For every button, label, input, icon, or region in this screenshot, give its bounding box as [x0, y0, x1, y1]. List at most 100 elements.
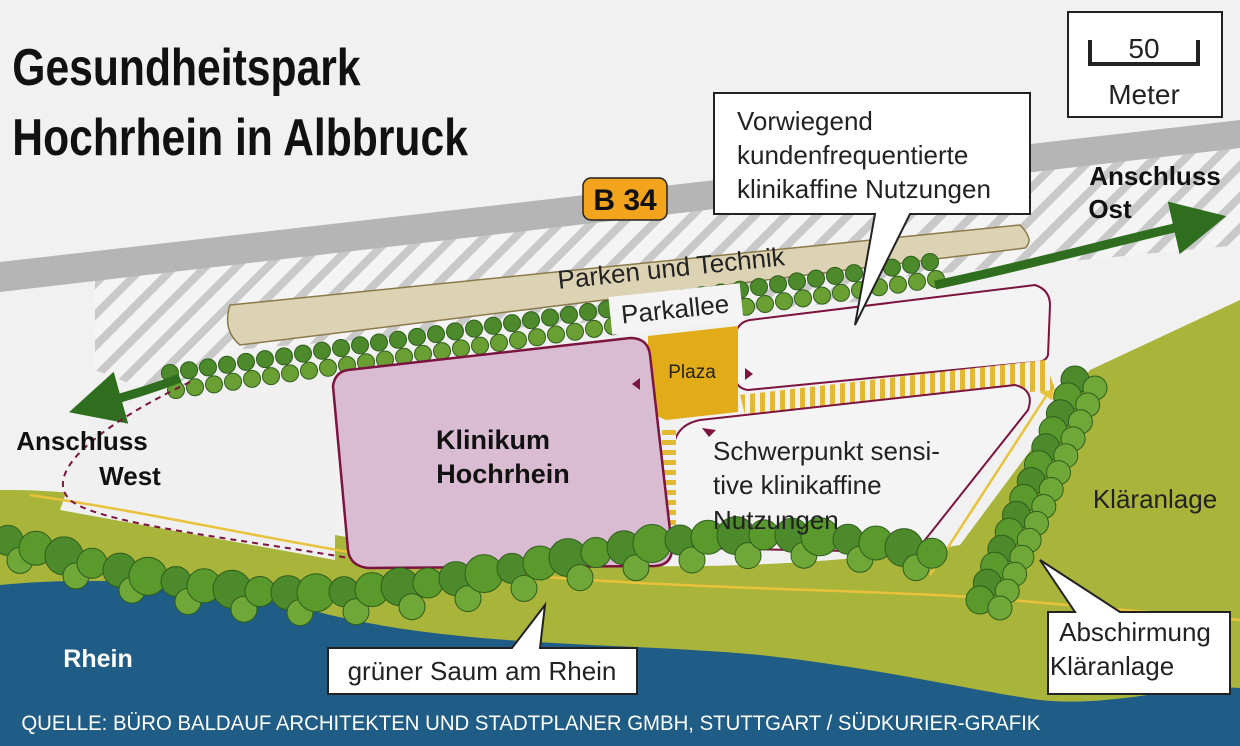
tree-icon: [275, 347, 293, 366]
anschluss-west-line-2: West: [99, 461, 161, 491]
parken-strip: [226, 224, 1030, 346]
callout-kunden: [713, 92, 1031, 326]
tree-icon: [756, 295, 774, 313]
callout-kunden-line-1: Vorwiegend: [737, 106, 873, 136]
riverbank-trees: [0, 516, 948, 627]
parkallee-label-bg: [608, 283, 744, 335]
anschluss-west-arrow: [68, 371, 182, 424]
tree-icon: [446, 322, 464, 341]
tree-icon: [281, 364, 299, 383]
entrance-marker: [745, 368, 753, 380]
scale-bar: [1088, 40, 1200, 66]
sensitive-label-line-2: tive klinikaffine: [713, 470, 882, 500]
anschluss-ost-line-2: Ost: [1088, 194, 1132, 224]
klinikum-label-line-2: Hochrhein: [436, 459, 570, 489]
tree-icon: [510, 574, 538, 602]
tree-icon: [465, 319, 483, 338]
tree-icon: [566, 564, 594, 592]
tree-icon: [560, 305, 578, 324]
scale-unit: Meter: [1108, 79, 1180, 110]
tree-icon: [541, 308, 559, 327]
striped-connector: [740, 360, 1055, 415]
tree-icon: [528, 328, 546, 347]
klinikum-area: [331, 336, 674, 570]
sensitive-label-line-1: Schwerpunkt sensi-: [713, 436, 940, 466]
tree-icon: [813, 286, 831, 305]
tree-icon: [775, 292, 793, 311]
tree-icon: [218, 355, 236, 374]
callout-abschirmung-line-1: Abschirmung: [1059, 617, 1211, 647]
tree-icon: [794, 289, 812, 308]
tree-icon: [832, 283, 850, 302]
tree-icon: [678, 546, 706, 574]
tree-icon: [788, 272, 806, 291]
callout-abschirmung: [1039, 559, 1231, 695]
anschluss-ost-arrow: [934, 201, 1227, 290]
tree-icon: [199, 358, 217, 377]
tree-icon: [412, 567, 444, 599]
tree-icon: [351, 336, 369, 355]
tree-icon: [398, 593, 426, 621]
tree-icon: [750, 278, 768, 296]
abschirmung-trees: [965, 365, 1108, 621]
callout-abschirmung-line-2: Kläranlage: [1050, 651, 1174, 681]
rhein-label: Rhein: [63, 645, 132, 673]
tree-icon: [370, 333, 388, 352]
tree-icon: [433, 342, 451, 361]
west-dashed-route: [62, 381, 361, 561]
tree-icon: [889, 275, 907, 294]
tree-icon: [579, 302, 597, 321]
klinikum-label-line-1: Klinikum: [436, 425, 550, 455]
tree-icon: [427, 325, 445, 344]
tree-icon: [522, 311, 540, 330]
callout-saum-text: grüner Saum am Rhein: [348, 656, 617, 686]
tree-icon: [76, 547, 108, 579]
title-line-2: Hochrhein in Albbruck: [12, 109, 468, 167]
access-path: [928, 383, 1055, 576]
plaza-label: Plaza: [668, 362, 716, 383]
source-credit: QUELLE: BÜRO BALDAUF ARCHITEKTEN UND STA…: [21, 712, 1040, 735]
entrance-marker: [702, 428, 716, 437]
tree-icon: [503, 314, 521, 333]
tree-icon: [243, 369, 261, 388]
tree-icon: [622, 554, 650, 582]
tree-icon: [205, 375, 223, 394]
callout-kunden-line-2: kundenfrequentierte: [737, 140, 968, 170]
tree-icon: [262, 367, 280, 386]
tree-icon: [826, 266, 844, 285]
tree-icon: [332, 339, 350, 357]
tree-icon: [769, 275, 787, 294]
sensitive-label-line-3: Nutzungen: [713, 505, 839, 535]
tree-icon: [186, 378, 204, 397]
plaza-area: [648, 326, 738, 420]
tree-icon: [987, 595, 1013, 621]
tree-icon: [237, 352, 255, 371]
tree-icon: [471, 336, 489, 355]
tree-icon: [128, 556, 168, 596]
title-line-1: Gesundheitspark: [12, 39, 361, 97]
tree-icon: [180, 361, 198, 380]
tree-icon: [580, 537, 612, 568]
tree-icon: [734, 542, 762, 570]
tree-icon: [908, 272, 926, 291]
tree-icon: [547, 325, 565, 344]
anschluss-west-line-1: Anschluss: [16, 426, 148, 456]
tree-icon: [585, 319, 603, 338]
tree-icon: [916, 537, 948, 569]
tree-icon: [509, 331, 527, 350]
tree-icon: [300, 361, 318, 380]
tree-icon: [490, 333, 508, 352]
tree-icon: [921, 253, 939, 271]
klaeranlage-label: Kläranlage: [1093, 484, 1217, 514]
tree-icon: [464, 554, 504, 594]
scale-value: 50: [1128, 33, 1159, 64]
b34-label: B 34: [593, 184, 657, 217]
callout-kunden-line-3: klinikaffine Nutzungen: [737, 174, 991, 204]
anschluss-ost-line-1: Anschluss: [1089, 161, 1221, 191]
tree-icon: [484, 316, 502, 335]
b34-badge: [582, 177, 668, 221]
tree-icon: [454, 585, 482, 613]
tree-icon: [319, 358, 337, 377]
